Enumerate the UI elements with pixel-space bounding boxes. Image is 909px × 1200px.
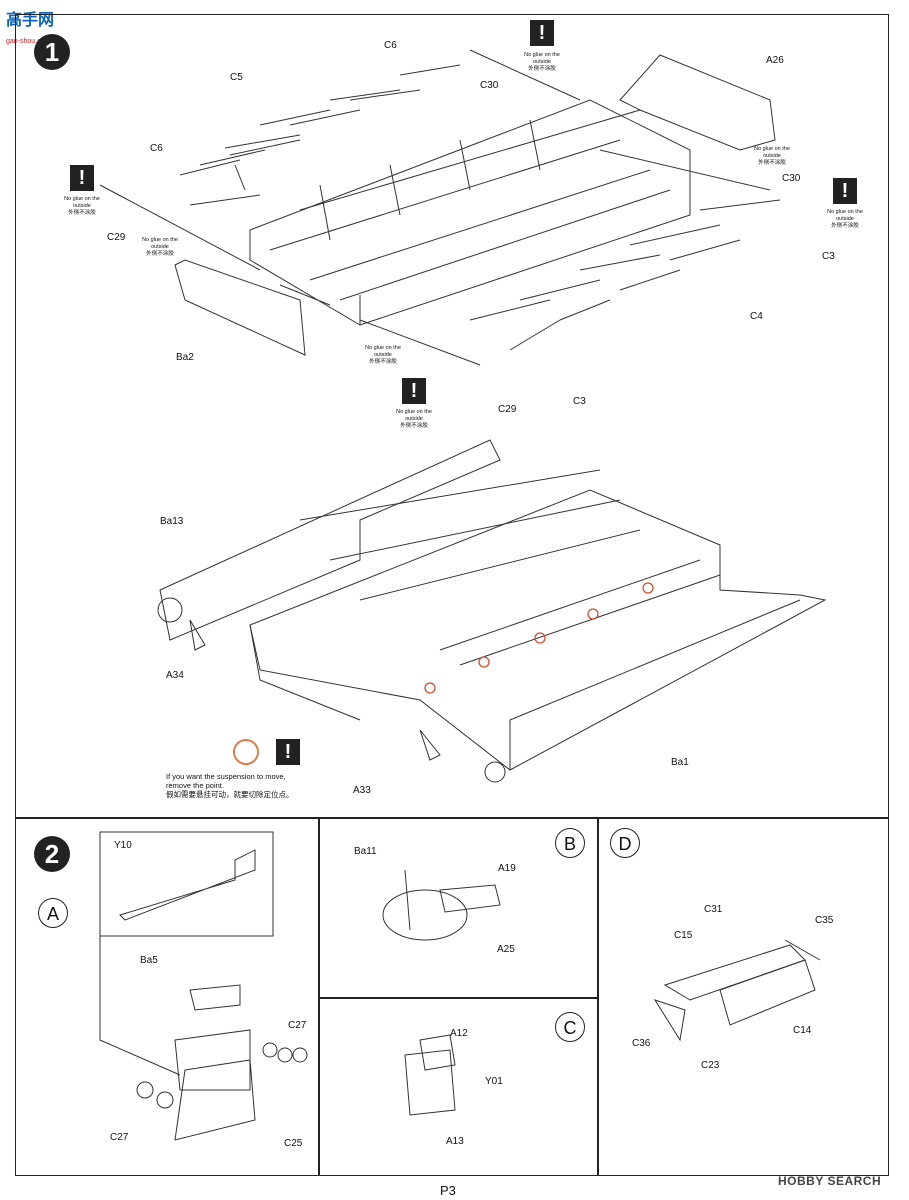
- part-label: A25: [497, 944, 515, 955]
- suspension-note-cn: 假如需要悬挂可动，就要切除定位点。: [166, 790, 294, 799]
- part-label: C30: [782, 173, 801, 184]
- part-label: C6: [150, 143, 163, 154]
- part-label: Ba1: [671, 757, 689, 768]
- part-label: C3: [573, 396, 586, 407]
- substep-b-badge: B: [555, 828, 585, 858]
- no-locator-icon: [233, 739, 259, 765]
- section-divider: [15, 817, 889, 819]
- page-number: P3: [440, 1183, 456, 1198]
- part-label: C27: [288, 1020, 307, 1031]
- substep-c-badge: C: [555, 1012, 585, 1042]
- part-label: C31: [704, 904, 723, 915]
- part-label: Ba5: [140, 955, 158, 966]
- part-label: Ba11: [354, 846, 377, 857]
- part-label: Y01: [485, 1076, 503, 1087]
- watermark-url: gan-shou.com: [6, 38, 51, 45]
- exclamation-icon: !: [530, 20, 554, 46]
- part-label: C25: [284, 1138, 303, 1149]
- part-label: C29: [498, 404, 517, 415]
- exclamation-icon: !: [70, 165, 94, 191]
- watermark-search: HOBBY SEARCH: [778, 1174, 882, 1188]
- substep-a-badge: A: [38, 898, 68, 928]
- part-label: C5: [230, 72, 243, 83]
- part-label: A26: [766, 55, 784, 66]
- part-label: A34: [166, 670, 184, 681]
- substep-d-badge: D: [610, 828, 640, 858]
- part-label: Ba2: [176, 352, 194, 363]
- part-label: A13: [446, 1136, 464, 1147]
- watermark-brand-cn: 高手网: [6, 12, 55, 29]
- part-label: C6: [384, 40, 397, 51]
- suspension-note-en1: If you want the suspension to move,: [166, 772, 286, 781]
- panel-divider: [318, 817, 320, 1176]
- page-frame: [15, 14, 889, 1176]
- suspension-note-en2: remove the point.: [166, 781, 224, 790]
- part-label: C35: [815, 915, 834, 926]
- step-2-badge: 2: [34, 836, 70, 872]
- part-label: C14: [793, 1025, 812, 1036]
- panel-divider: [318, 997, 598, 999]
- part-label: C30: [480, 80, 499, 91]
- part-label: Y10: [114, 840, 132, 851]
- part-label: C3: [822, 251, 835, 262]
- exclamation-icon: !: [402, 378, 426, 404]
- part-label: A12: [450, 1028, 468, 1039]
- part-label: C23: [701, 1060, 720, 1071]
- part-label: C15: [674, 930, 693, 941]
- exclamation-icon: !: [833, 178, 857, 204]
- watermark-logo: 高手网 gan-shou.com: [6, 6, 54, 48]
- part-label: C29: [107, 232, 126, 243]
- part-label: A19: [498, 863, 516, 874]
- part-label: A33: [353, 785, 371, 796]
- part-label: C36: [632, 1038, 651, 1049]
- step-1-badge: 1: [34, 34, 70, 70]
- part-label: Ba13: [160, 516, 184, 527]
- part-label: C4: [750, 311, 763, 322]
- panel-divider: [597, 817, 599, 1176]
- exclamation-icon: !: [276, 739, 300, 765]
- part-label: C27: [110, 1132, 129, 1143]
